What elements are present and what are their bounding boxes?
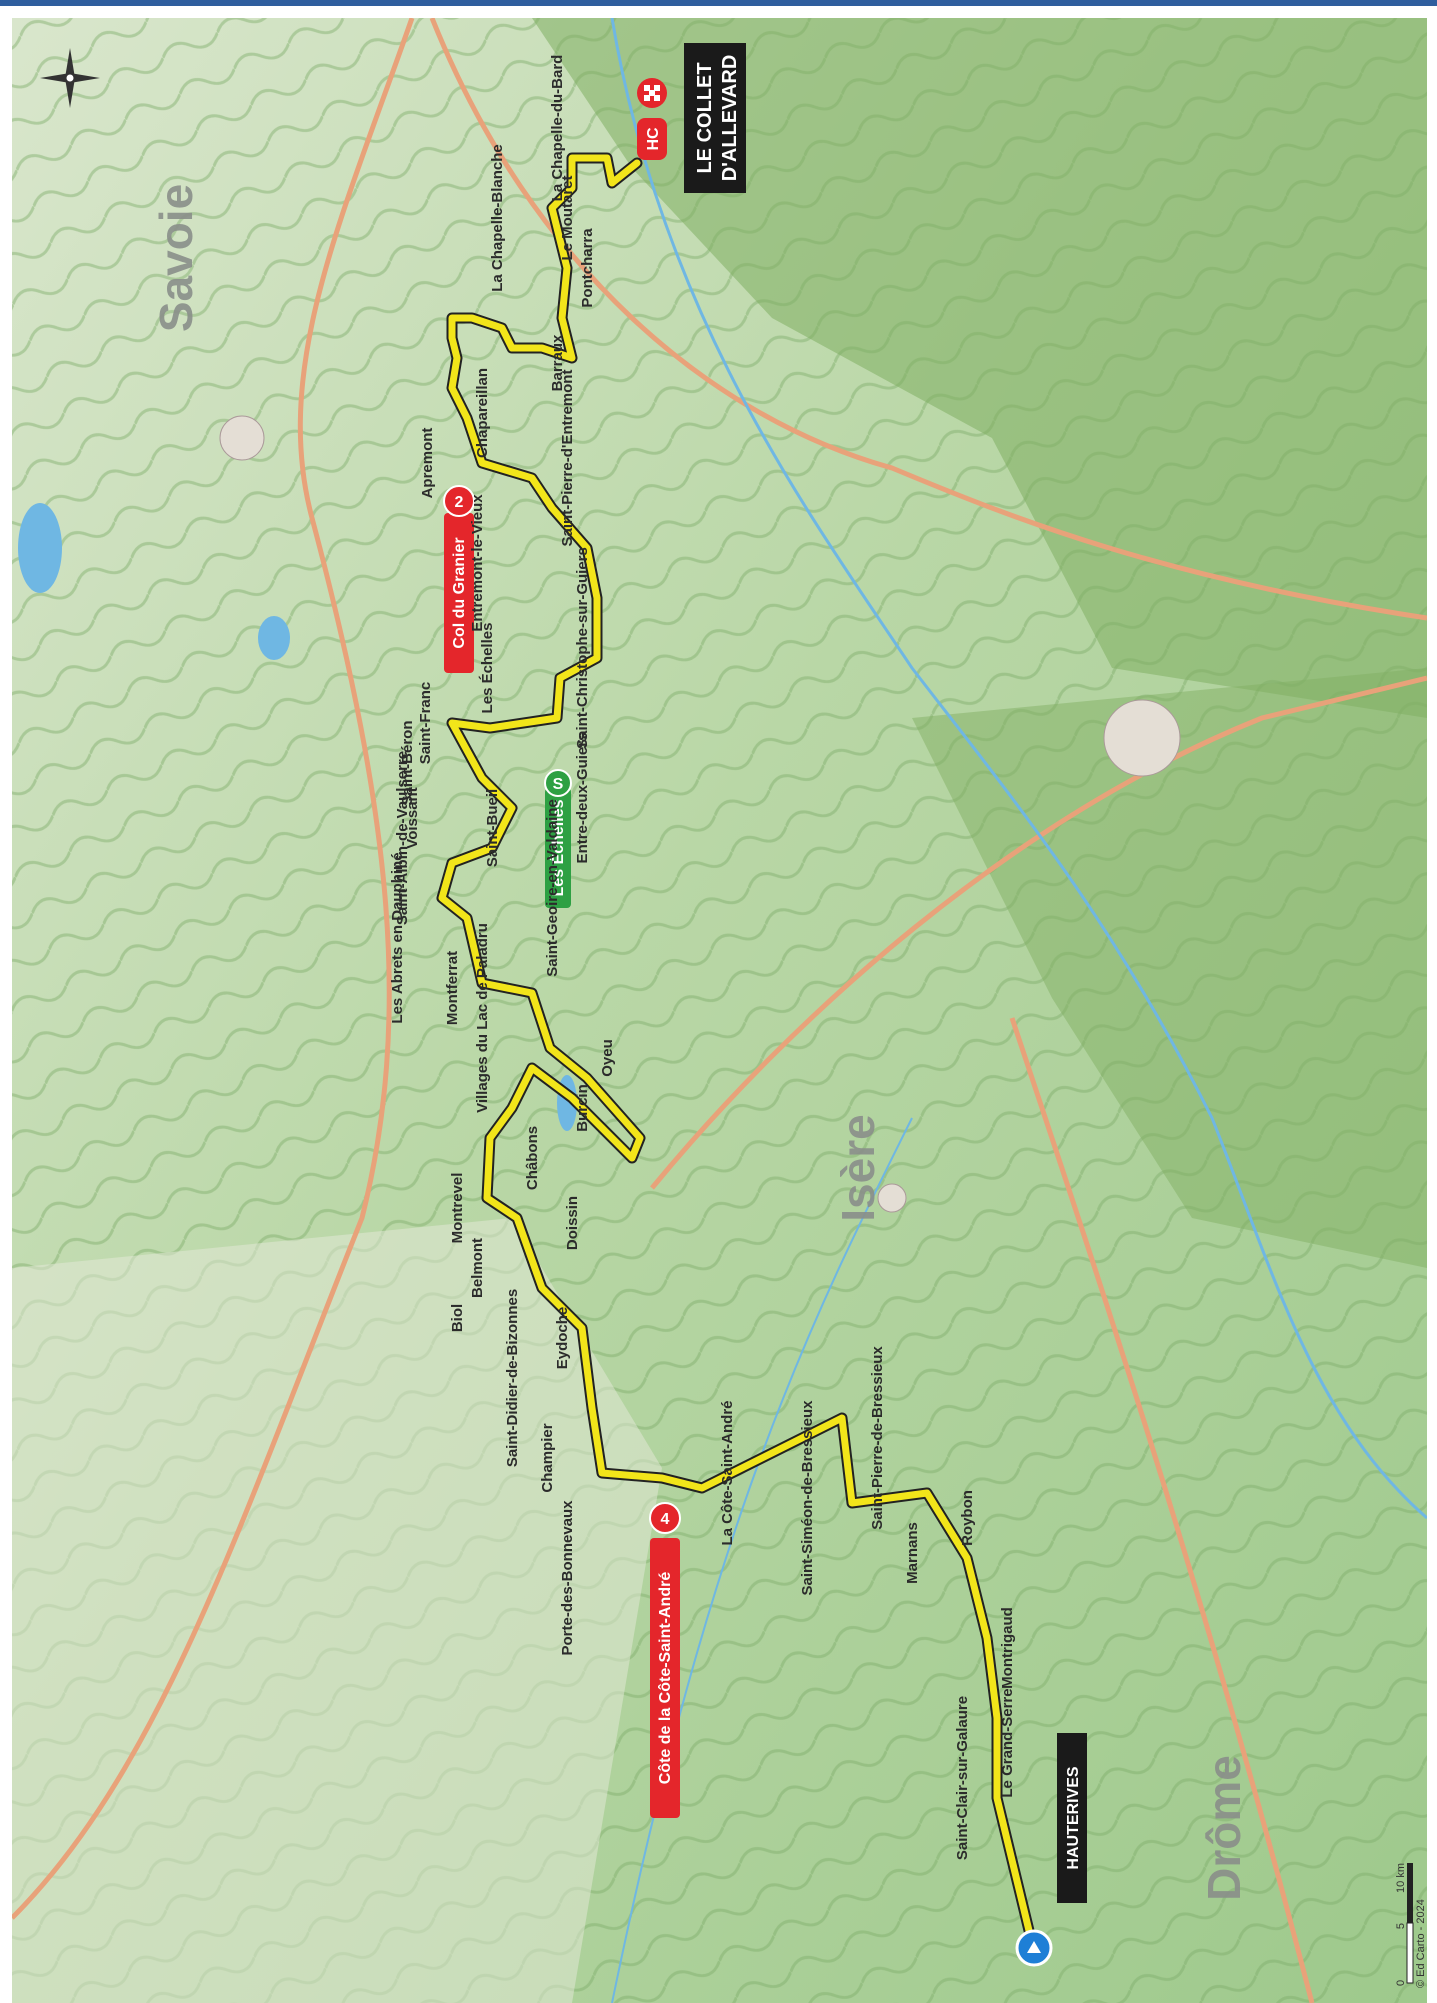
region-label-savoie: Savoie xyxy=(150,184,202,332)
town-label: Burcin xyxy=(574,1084,591,1132)
town-label: Châbons xyxy=(524,1126,541,1190)
region-label-isere: Isère xyxy=(832,1114,884,1221)
town-label: La Côte-Saint-André xyxy=(719,1400,736,1545)
sprint-symbol: S xyxy=(553,776,564,793)
city-chambery xyxy=(219,415,265,461)
map-canvas: Savoie Isère Drôme LE COLLET D'ALLEVARD … xyxy=(12,18,1427,2003)
mountain-mass-belledonne xyxy=(912,668,1427,1268)
town-label: Le Moutaret xyxy=(559,175,576,260)
town-label: Barraux xyxy=(549,334,566,391)
town-label: Champier xyxy=(539,1423,556,1492)
finish-name-line2: D'ALLEVARD xyxy=(719,55,741,182)
map-credit: © Ed Carto - 2024 xyxy=(1415,1899,1427,1988)
town-label: Saint-Siméon-de-Bressieux xyxy=(799,1400,816,1596)
region-label-drome: Drôme xyxy=(1198,1755,1250,1901)
lake-aiguebelette xyxy=(258,616,290,660)
town-label: Doissin xyxy=(564,1196,581,1250)
scale-bar: 0 5 10 km xyxy=(1395,1863,1414,1986)
town-label: Pontcharra xyxy=(579,228,596,308)
town-label: Marnans xyxy=(904,1522,921,1584)
town-label: Montrevel xyxy=(449,1173,466,1244)
start-marker-icon xyxy=(1015,1929,1053,1967)
plain-bievre xyxy=(12,1218,662,2003)
mountain-mass-chartreuse xyxy=(532,18,1427,718)
compass-rose-icon xyxy=(40,48,100,108)
lake-bourget xyxy=(18,503,62,593)
town-label: Belmont xyxy=(469,1238,486,1298)
town-label: Le Grand-Serre xyxy=(999,1688,1016,1797)
town-label: Apremont xyxy=(419,428,436,499)
city-voiron xyxy=(877,1183,907,1213)
scale-label-end: 10 km xyxy=(1395,1863,1407,1893)
climb-category-granier: 2 xyxy=(455,494,464,511)
river-isere xyxy=(610,18,1427,1520)
road-a41 xyxy=(429,18,1427,621)
town-label: Saint-Christophe-sur-Guiers xyxy=(574,547,591,749)
town-label: Villages du Lac de Paladru xyxy=(474,923,491,1113)
town-label: La Chapelle-du-Bard xyxy=(549,55,566,202)
town-label: Saint-Albin-de-Vaulserre xyxy=(394,751,411,925)
town-label: Saint-Pierre-de-Bressieux xyxy=(869,1346,886,1530)
town-label: Montrigaud xyxy=(999,1607,1016,1689)
town-label: Saint-Clair-sur-Galaure xyxy=(954,1696,971,1860)
town-label: Saint-Pierre-d'Entremont xyxy=(559,370,576,547)
town-label: Saint-Didier-de-Bizonnes xyxy=(504,1289,521,1467)
town-label: Les Échelles xyxy=(479,623,496,714)
start-name: HAUTERIVES xyxy=(1065,1766,1082,1869)
finish-label: LE COLLET D'ALLEVARD xyxy=(684,43,746,193)
finish-name-line1: LE COLLET xyxy=(694,62,716,173)
town-label: Biol xyxy=(449,1304,466,1332)
scale-label-mid: 5 xyxy=(1395,1923,1407,1929)
road-a43 xyxy=(12,18,415,1920)
town-label: Porte-des-Bonnevaux xyxy=(559,1500,576,1656)
town-label: Chapareillan xyxy=(474,368,491,458)
town-label: Saint-Geoire-en-Valdaine xyxy=(544,799,561,977)
finish-hc-badge: HC xyxy=(637,118,667,160)
route-line xyxy=(438,154,1036,1947)
climb-category-cote: 4 xyxy=(661,1511,670,1528)
town-label: Montferrat xyxy=(444,951,461,1025)
finish-flag-icon xyxy=(637,78,667,108)
town-label: Les Abrets en Dauphiné xyxy=(389,852,406,1023)
road-a48 xyxy=(650,675,1427,1190)
town-label: Roybon xyxy=(959,1490,976,1546)
town-label: Saint-Franc xyxy=(417,682,434,765)
climb-name-cote: Côte de la Côte-Saint-André xyxy=(657,1572,674,1785)
climb-name-granier: Col du Granier xyxy=(451,537,468,648)
sprint-label-les-echelles: Les Échelles S xyxy=(544,769,572,908)
sprint-name: Les Échelles xyxy=(548,799,567,896)
start-label: HAUTERIVES xyxy=(1057,1733,1087,1903)
town-label: La Chapelle-Blanche xyxy=(489,144,506,292)
scale-label-zero: 0 xyxy=(1395,1980,1407,1986)
climb-label-col-du-granier: Col du Granier 2 xyxy=(443,485,475,673)
town-label: Entremont-le-Vieux xyxy=(469,494,486,632)
town-label: Entre-deux-Guiers xyxy=(574,733,591,864)
town-label: Saint-Béron xyxy=(399,720,416,805)
route-map: Savoie Isère Drôme LE COLLET D'ALLEVARD … xyxy=(12,18,1427,2003)
town-label: Saint-Bueil xyxy=(484,789,501,867)
finish-category: HC xyxy=(645,127,662,151)
road-n85 xyxy=(1009,1017,1315,2003)
town-label: Oyeu xyxy=(599,1039,616,1077)
climb-label-cote-saint-andre: Côte de la Côte-Saint-André 4 xyxy=(649,1502,681,1818)
town-label: Voissant xyxy=(404,787,421,848)
town-label: Eydoche xyxy=(554,1307,571,1370)
city-grenoble xyxy=(1103,699,1181,777)
